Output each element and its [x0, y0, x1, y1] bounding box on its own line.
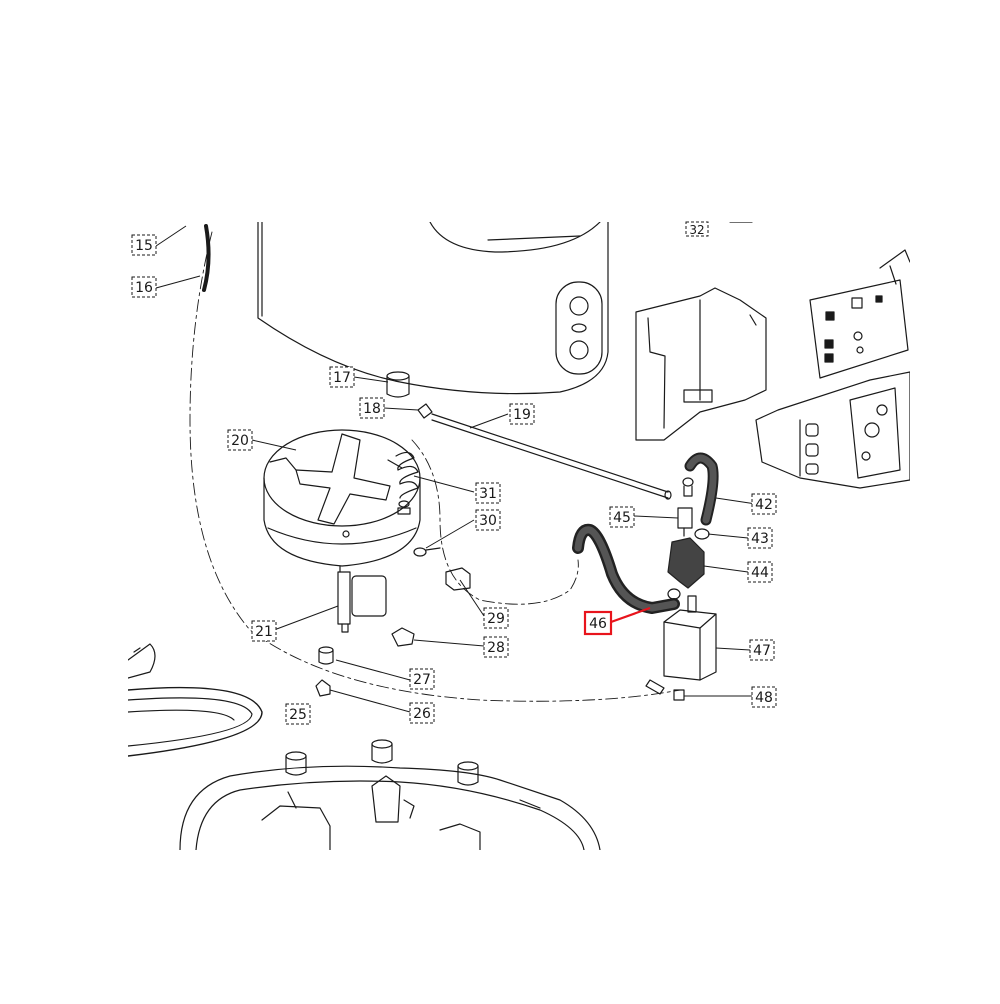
- part-label-box: [329, 366, 355, 388]
- part-label-box: [359, 397, 385, 419]
- part-16-tube: [202, 224, 211, 292]
- part-label-box: [583, 610, 613, 636]
- part-label-number: 28: [487, 640, 505, 656]
- part-label-box: [475, 482, 501, 504]
- part-44-valve-body: [667, 537, 705, 589]
- part-labels: 15 16 17 18 19 20 21 25 26 27 28 29 30 31 32 42 43 44 45 46…: [131, 221, 777, 725]
- part-label-number: 19: [513, 407, 531, 423]
- part-label-box: [751, 493, 777, 515]
- front-panel-frame: [755, 371, 910, 489]
- part-label-29: 29: [483, 607, 509, 629]
- part-label-25: 25: [285, 703, 311, 725]
- part-label-box: [409, 668, 435, 690]
- part-29-clip: [445, 567, 471, 591]
- part-label-48: 48: [751, 686, 777, 708]
- part-26-clip: [315, 679, 331, 697]
- part-label-number: 18: [363, 401, 381, 417]
- part-43-cap: [694, 528, 710, 540]
- part-label-box: [747, 527, 773, 549]
- part-label-31: 31: [475, 482, 501, 504]
- part-label-42: 42: [751, 493, 777, 515]
- part-label-box: [509, 403, 535, 425]
- part-label-number: 26: [413, 706, 431, 722]
- part-label-28: 28: [483, 636, 509, 658]
- part-label-number: 30: [479, 513, 497, 529]
- leader-lines: [155, 225, 757, 713]
- part-label-number: 44: [751, 565, 769, 581]
- part-label-19: 19: [509, 403, 535, 425]
- part-label-box: [749, 639, 775, 661]
- part-45-connector: [677, 507, 693, 537]
- part-20-heater-plate: [263, 429, 421, 567]
- water-tank-housing: [257, 222, 609, 395]
- part-label-number: 15: [135, 238, 153, 254]
- part-47-pump: [663, 595, 717, 681]
- highlight-leader-46: [610, 606, 651, 624]
- part-label-32: 32: [685, 221, 709, 237]
- part-label-number: 46: [589, 616, 607, 632]
- part-label-number: 32: [689, 223, 704, 237]
- part-label-box: [609, 506, 635, 528]
- part-label-number: 21: [255, 624, 273, 640]
- part-31-spring: [395, 451, 419, 515]
- part-label-44: 44: [747, 561, 773, 583]
- part-label-47: 47: [749, 639, 775, 661]
- part-17-bushing: [386, 371, 410, 398]
- part-label-box: [751, 686, 777, 708]
- part-label-30: 30: [475, 509, 501, 531]
- part-label-17: 17: [329, 366, 355, 388]
- part-label-26: 26: [409, 702, 435, 724]
- part-label-box: [483, 607, 509, 629]
- drip-bracket: [635, 287, 767, 441]
- part-label-box: [227, 429, 253, 451]
- part-label-box: [285, 703, 311, 725]
- part-label-21: 21: [251, 620, 277, 642]
- part-42-hose: [682, 452, 719, 526]
- part-label-46: 46: [583, 610, 613, 636]
- part-label-box: [475, 509, 501, 531]
- part-label-15: 15: [131, 234, 157, 256]
- part-label-number: 17: [333, 370, 351, 386]
- part-label-number: 16: [135, 280, 153, 296]
- part-label-box: [685, 221, 709, 237]
- control-board: [809, 249, 910, 379]
- part-label-number: 29: [487, 611, 505, 627]
- part-label-box: [483, 636, 509, 658]
- part-label-16: 16: [131, 276, 157, 298]
- part-label-number: 20: [231, 433, 249, 449]
- part-label-20: 20: [227, 429, 253, 451]
- part-label-box: [747, 561, 773, 583]
- power-cord: [128, 643, 263, 757]
- part-label-number: 27: [413, 672, 431, 688]
- part-19-rod: [417, 403, 672, 500]
- part-label-box: [409, 702, 435, 724]
- part-label-box: [131, 234, 157, 256]
- part-label-number: 48: [755, 690, 773, 706]
- part-30-thermostat: [413, 547, 441, 557]
- part-label-number: 25: [289, 707, 307, 723]
- part-label-number: 31: [479, 486, 497, 502]
- base-housing: [179, 739, 601, 850]
- part-46-hose: [572, 523, 681, 614]
- part-label-number: 47: [753, 643, 771, 659]
- part-label-18: 18: [359, 397, 385, 419]
- part-27-valve: [318, 646, 334, 665]
- part-label-number: 43: [751, 531, 769, 547]
- part-label-45: 45: [609, 506, 635, 528]
- part-label-27: 27: [409, 668, 435, 690]
- routing-dashed-line: [189, 231, 681, 702]
- part-48-fitting: [645, 679, 685, 701]
- part-label-number: 42: [755, 497, 773, 513]
- part-label-number: 45: [613, 510, 631, 526]
- part-label-43: 43: [747, 527, 773, 549]
- part-label-box: [131, 276, 157, 298]
- part-21-valve: [337, 565, 387, 633]
- part-28-clip: [391, 627, 415, 647]
- part-label-box: [251, 620, 277, 642]
